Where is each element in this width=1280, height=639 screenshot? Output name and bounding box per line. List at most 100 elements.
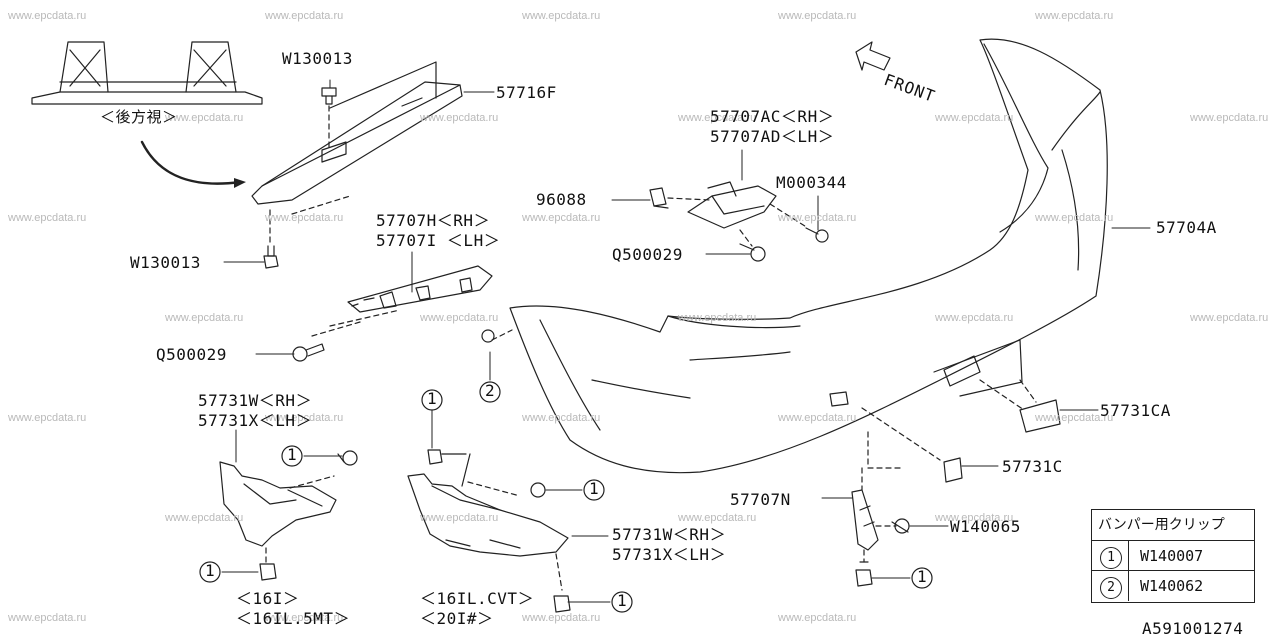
label-57731w-mid[interactable]: 57731W＜RH＞: [612, 525, 727, 544]
callout-number: 1: [917, 567, 927, 586]
screw-q500029-lower: [292, 343, 325, 362]
watermark: www.epcdata.ru: [165, 112, 244, 124]
watermark: www.epcdata.ru: [165, 312, 244, 324]
clip-mid-right: [530, 482, 546, 498]
legend-part[interactable]: W140007: [1140, 547, 1204, 565]
label-57731x-mid[interactable]: 57731X＜LH＞: [612, 545, 727, 564]
watermark: www.epcdata.ru: [778, 10, 857, 22]
legend-header: バンパー用クリップ: [1098, 517, 1225, 533]
label-57731c[interactable]: 57731C: [1002, 457, 1063, 476]
label-57704a[interactable]: 57704A: [1156, 218, 1217, 237]
callout-1-mid-top: [421, 389, 443, 411]
rear-view-label: ＜後方視＞: [100, 108, 178, 126]
callout-number: 1: [205, 561, 215, 580]
callout-number: 1: [287, 445, 297, 464]
view-arrow: [140, 140, 242, 185]
legend-part[interactable]: W140062: [1140, 577, 1204, 595]
watermark: www.epcdata.ru: [265, 10, 344, 22]
watermark: www.epcdata.ru: [678, 312, 757, 324]
watermark: www.epcdata.ru: [8, 212, 87, 224]
watermark: www.epcdata.ru: [1190, 112, 1269, 124]
watermark: www.epcdata.ru: [420, 112, 499, 124]
callout-1-left-bottom: [199, 561, 221, 583]
callout-1-57707n: [911, 567, 933, 589]
callout-2-bumper: [479, 381, 501, 403]
label-57707h[interactable]: 57707H＜RH＞: [376, 211, 491, 230]
callout-1-left-top: [281, 445, 303, 467]
watermark: www.epcdata.ru: [522, 612, 601, 624]
watermark: www.epcdata.ru: [1190, 312, 1269, 324]
note-16il-5mt: ＜16IL.5MT＞: [236, 609, 351, 628]
legend-header-row: バンパー用クリップ: [1092, 510, 1254, 540]
legend-row: 1 W140007: [1092, 540, 1254, 571]
rear-bumper-57704a: [509, 38, 1108, 474]
bracket-57707ac: [667, 181, 809, 247]
label-q500029-lower[interactable]: Q500029: [156, 345, 227, 364]
watermark: www.epcdata.ru: [1035, 412, 1114, 424]
pad-57731c: [943, 457, 963, 483]
watermark: www.epcdata.ru: [678, 512, 757, 524]
label-57707ac[interactable]: 57707AC＜RH＞: [710, 107, 835, 126]
pad-57731ca: [1019, 399, 1061, 433]
watermark: www.epcdata.ru: [265, 212, 344, 224]
clip-left-upper: [337, 450, 358, 466]
callout-number: 1: [589, 479, 599, 498]
clip-96088: [649, 187, 669, 209]
legend-mark: 1: [1100, 541, 1122, 571]
bracket-57716f: [251, 61, 463, 215]
legend-divider: [1128, 540, 1129, 601]
label-w130013-top[interactable]: W130013: [282, 49, 353, 68]
watermark: www.epcdata.ru: [678, 112, 757, 124]
bracket-57707n: [851, 489, 879, 551]
label-96088[interactable]: 96088: [536, 190, 587, 209]
legend-mark-circle: 1: [1100, 547, 1122, 569]
cover-57731w-left: [219, 461, 337, 563]
watermark: www.epcdata.ru: [265, 412, 344, 424]
note-20i: ＜20I#＞: [420, 609, 494, 628]
label-57731ca[interactable]: 57731CA: [1100, 401, 1171, 420]
watermark: www.epcdata.ru: [522, 10, 601, 22]
label-57707i[interactable]: 57707I ＜LH＞: [376, 231, 501, 250]
watermark: www.epcdata.ru: [522, 412, 601, 424]
label-q500029-upper[interactable]: Q500029: [612, 245, 683, 264]
watermark: www.epcdata.ru: [778, 212, 857, 224]
legend-mark-circle: 2: [1100, 577, 1122, 599]
callout-number: 1: [427, 389, 437, 408]
watermark: www.epcdata.ru: [935, 312, 1014, 324]
watermark: www.epcdata.ru: [8, 412, 87, 424]
callout-1-mid-bottom: [611, 591, 633, 613]
label-57716f[interactable]: 57716F: [496, 83, 557, 102]
watermark: www.epcdata.ru: [8, 612, 87, 624]
clip-w140065: [891, 518, 910, 534]
clip-57707n-bottom: [855, 561, 873, 587]
clip-mid-top: [427, 449, 467, 465]
label-57731w-left[interactable]: 57731W＜RH＞: [198, 391, 313, 410]
label-w140065[interactable]: W140065: [950, 517, 1021, 536]
watermark: www.epcdata.ru: [935, 512, 1014, 524]
label-57731x-left[interactable]: 57731X＜LH＞: [198, 411, 313, 430]
label-57707ad[interactable]: 57707AD＜LH＞: [710, 127, 835, 146]
diagram-id: A591001274: [1142, 619, 1244, 638]
callout-number: 2: [485, 381, 495, 400]
label-m000344[interactable]: M000344: [776, 173, 847, 192]
clip-w130013-top: [321, 87, 337, 105]
watermark: www.epcdata.ru: [778, 412, 857, 424]
bolt-m000344: [805, 227, 829, 243]
watermark: www.epcdata.ru: [420, 512, 499, 524]
front-arrow: [855, 41, 891, 71]
note-16il-cvt: ＜16IL.CVT＞: [420, 589, 535, 608]
label-57707n[interactable]: 57707N: [730, 490, 791, 509]
clip-bumper-left: [481, 329, 513, 343]
watermark: www.epcdata.ru: [8, 10, 87, 22]
clip-w130013-bottom: [263, 245, 279, 269]
callout-number: 1: [617, 591, 627, 610]
watermark: www.epcdata.ru: [265, 612, 344, 624]
watermark: www.epcdata.ru: [778, 612, 857, 624]
watermark: www.epcdata.ru: [165, 512, 244, 524]
label-w130013-bottom[interactable]: W130013: [130, 253, 201, 272]
note-16i: ＜16I＞: [236, 589, 300, 608]
clip-legend-table: バンパー用クリップ 1 W140007 2 W140062: [1091, 509, 1255, 603]
watermark: www.epcdata.ru: [522, 212, 601, 224]
watermark: www.epcdata.ru: [935, 112, 1014, 124]
